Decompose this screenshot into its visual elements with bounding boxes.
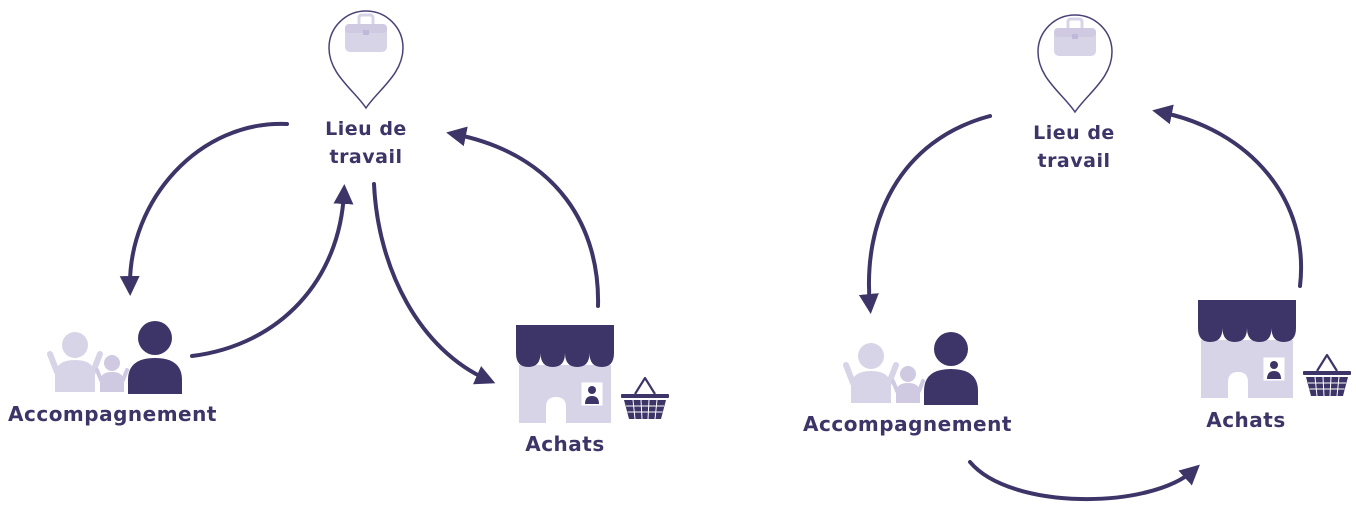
family-icon bbox=[50, 321, 182, 394]
arrow-work-to-accompaniment bbox=[858, 114, 992, 314]
work-label-line1: Lieu de bbox=[1033, 122, 1115, 144]
arrow-accompaniment-to-shopping bbox=[968, 460, 1200, 502]
store-icon bbox=[515, 324, 615, 424]
arrow-accompaniment-to-work bbox=[190, 184, 354, 358]
arrow-work-to-shopping bbox=[372, 182, 496, 385]
work-label-line1: Lieu de bbox=[325, 118, 407, 140]
right-diagram bbox=[846, 13, 1353, 502]
work-label-line2: travail bbox=[1037, 150, 1111, 172]
work-label: Lieu de travail bbox=[999, 119, 1149, 175]
accompaniment-label: Accompagnement bbox=[8, 402, 217, 426]
map-pin-briefcase-icon bbox=[327, 9, 405, 110]
left-diagram bbox=[50, 9, 671, 424]
accompaniment-label: Accompagnement bbox=[803, 412, 1012, 436]
arrow-shopping-to-work bbox=[1152, 104, 1304, 288]
work-label-line2: travail bbox=[329, 146, 403, 168]
family-icon bbox=[846, 332, 978, 405]
shopping-label: Achats bbox=[525, 432, 605, 456]
basket-icon bbox=[619, 376, 671, 421]
basket-icon bbox=[1301, 353, 1353, 398]
map-pin-briefcase-icon bbox=[1036, 13, 1114, 114]
store-icon bbox=[1197, 299, 1297, 399]
work-label: Lieu de travail bbox=[291, 115, 441, 171]
arrow-work-to-accompaniment bbox=[119, 121, 289, 296]
shopping-label: Achats bbox=[1206, 408, 1286, 432]
arrow-shopping-to-work bbox=[446, 126, 601, 308]
